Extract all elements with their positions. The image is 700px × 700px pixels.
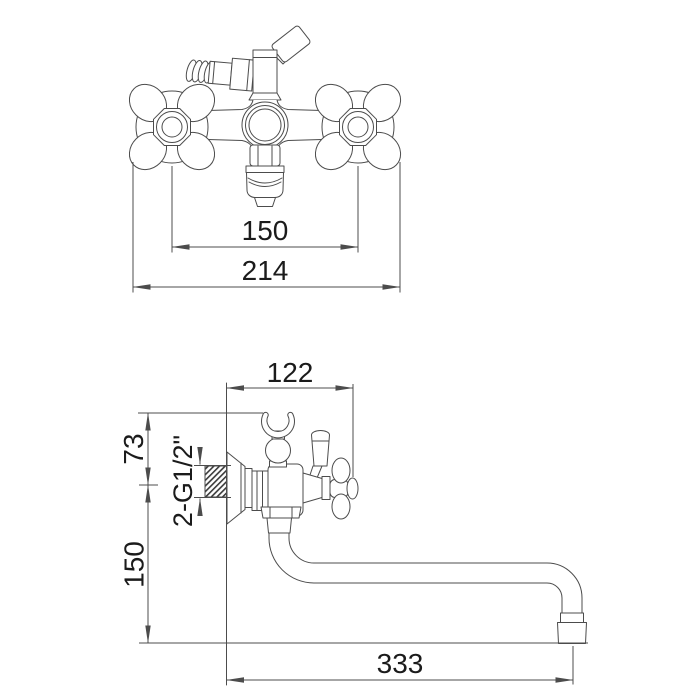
diverter-knob	[271, 25, 311, 65]
shower-hose-connector	[185, 57, 255, 92]
thread-spec-label: 2-G1/2"	[168, 435, 198, 527]
diverter-lever-side	[308, 430, 330, 479]
cross-handle-side	[302, 457, 359, 520]
dim-handle-spacing: 150	[242, 215, 289, 246]
wall-thread-nipple	[204, 465, 227, 498]
shower-holder-fork	[261, 411, 295, 468]
dim-wall-to-handle: 122	[267, 357, 314, 388]
cross-handle-left	[121, 76, 223, 178]
cross-handle-right	[307, 76, 409, 178]
side-dimensions: 122 73 150 333 2-G1/2"	[118, 357, 588, 685]
thread-callout: 2-G1/2"	[168, 435, 231, 527]
spout-side	[260, 506, 587, 644]
dim-center-to-spout: 150	[119, 541, 150, 588]
escutcheon	[226, 451, 253, 525]
dim-holder-above-center: 73	[118, 433, 149, 464]
side-view	[204, 382, 587, 686]
valve-stem	[248, 49, 282, 101]
dim-spout-reach: 333	[377, 648, 424, 679]
dim-overall-width: 214	[242, 255, 289, 286]
spout-nozzle	[557, 622, 587, 644]
front-view	[121, 25, 409, 207]
spout-outlet-front	[245, 144, 285, 207]
spout-tube	[268, 532, 583, 614]
front-dimensions: 150 214	[132, 162, 401, 293]
